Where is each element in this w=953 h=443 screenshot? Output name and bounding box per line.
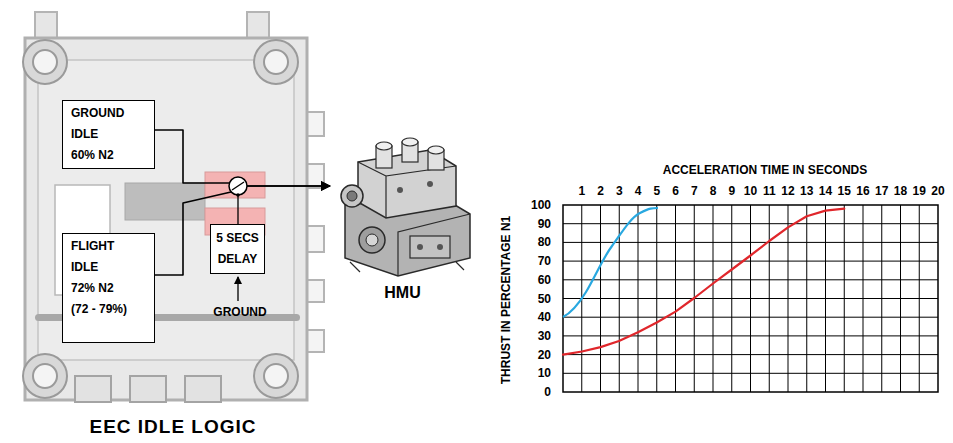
axis-tick: 3: [616, 184, 623, 198]
axis-tick: 7: [691, 184, 698, 198]
axis-tick: 6: [672, 184, 679, 198]
connector-arrow: [155, 130, 330, 186]
signal-label: GROUND: [213, 305, 266, 319]
axis-tick: 40: [538, 310, 551, 324]
axis-tick: 12: [781, 184, 794, 198]
delay-box: 5 SECS DELAY: [210, 224, 265, 274]
axis-tick: 5: [653, 184, 660, 198]
unit-title: HMU: [330, 283, 475, 303]
axis-tick: 18: [894, 184, 907, 198]
eec-unit: EEC IDLE LOGIC GROUND IDLE60% N2 FLIGHT ID…: [18, 8, 328, 440]
unit-title: EEC IDLE LOGIC: [18, 415, 328, 438]
box-text: 60% N2: [71, 145, 140, 166]
axis-tick: 10: [538, 366, 551, 380]
axis-tick: 80: [538, 235, 551, 249]
axis-tick: 1: [578, 184, 585, 198]
axis-tick: 16: [856, 184, 869, 198]
axis-tick: 8: [710, 184, 717, 198]
axis-tick: 9: [728, 184, 735, 198]
axis-tick: 19: [913, 184, 926, 198]
axis-tick: 50: [538, 292, 551, 306]
axis-tick: 70: [538, 254, 551, 268]
idle-box: GROUND IDLE60% N2: [62, 100, 155, 169]
axis-tick: 11: [763, 184, 776, 198]
axis-tick: 13: [800, 184, 813, 198]
axis-tick: 2: [597, 184, 604, 198]
axis-tick: 15: [838, 184, 851, 198]
connector-arrow: [155, 186, 330, 275]
axis-tick: 20: [538, 348, 551, 362]
axis-tick: 0: [544, 385, 551, 399]
axis-tick: 100: [531, 198, 551, 212]
idle-box: FLIGHT IDLE72% N2(72 - 79%): [62, 233, 155, 343]
axis-title: ACCELERATION TIME IN SECONDS: [663, 163, 867, 177]
box-text: 72% N2: [71, 278, 140, 299]
box-text: GROUND IDLE: [71, 103, 140, 145]
axis-tick: 14: [819, 184, 832, 198]
axis-tick: 60: [538, 273, 551, 287]
axis-tick: 20: [931, 184, 944, 198]
box-text: (72 - 79%): [71, 299, 140, 320]
axis-tick: 10: [744, 184, 757, 198]
axis-tick: 30: [538, 329, 551, 343]
axis-tick: 4: [635, 184, 642, 198]
box-text: FLIGHT IDLE: [71, 236, 140, 278]
hmu-unit: HMU: [330, 140, 475, 305]
axis-tick: 17: [875, 184, 888, 198]
axis-tick: 90: [538, 217, 551, 231]
axis-title: THRUST IN PERCENTAGE N1: [499, 216, 513, 384]
box-text: 5 SECS DELAY: [215, 228, 260, 270]
